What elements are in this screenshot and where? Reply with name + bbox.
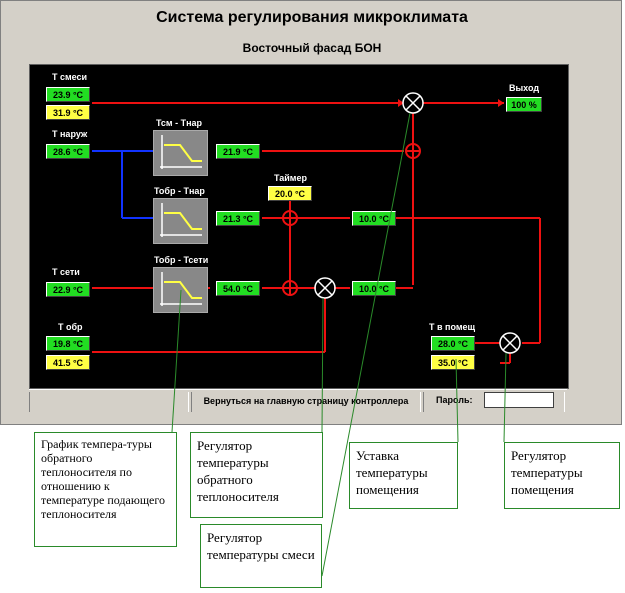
graph2-value: 21.3 °C <box>216 211 260 226</box>
scada-window: Система регулирования микроклимата Восто… <box>0 0 622 425</box>
annotation-room-setpoint: Уставка температуры помещения <box>349 442 458 509</box>
back-to-main-link[interactable]: Вернуться на главную страницу контроллер… <box>191 392 421 412</box>
t-out-value: 28.6 °C <box>46 144 90 159</box>
graph3-value: 54.0 °C <box>216 281 260 296</box>
t-mix-label: Т смеси <box>52 72 88 82</box>
t-ret-label: Т обр <box>58 322 83 332</box>
timer-label: Таймер <box>274 173 307 183</box>
graph2-label: Тобр - Тнар <box>154 186 205 196</box>
room-label: Т в помещ <box>429 322 476 332</box>
page-subtitle: Восточный фасад БОН <box>242 41 382 55</box>
timer-value[interactable]: 20.0 °C <box>268 186 312 201</box>
room-value: 28.0 °C <box>431 336 475 351</box>
annotation-room-regulator: Регулятор температуры помещения <box>504 442 620 509</box>
mid-value-2: 10.0 °C <box>352 281 396 296</box>
graph2-chart-icon[interactable] <box>153 198 208 244</box>
page-title: Система регулирования микроклимата <box>156 9 468 26</box>
mid-value-1: 10.0 °C <box>352 211 396 226</box>
status-bar: Вернуться на главную страницу контроллер… <box>29 389 567 414</box>
annotation-graph: График темпера-туры обратного теплоносит… <box>34 432 177 547</box>
password-input[interactable] <box>484 392 554 408</box>
mnemonic-panel: Т смеси 23.9 °C 31.9 °C Т наруж 28.6 °C … <box>29 64 569 389</box>
password-label: Пароль: <box>436 395 473 405</box>
t-out-label: Т наруж <box>52 129 88 139</box>
graph1-value: 21.9 °C <box>216 144 260 159</box>
annotation-return-regulator: Регулятор температуры обратного теплонос… <box>190 432 323 518</box>
t-mix-value: 23.9 °C <box>46 87 90 102</box>
t-mix-setpoint[interactable]: 31.9 °C <box>46 105 90 120</box>
graph3-label: Тобр - Тсети <box>154 255 209 265</box>
t-net-label: Т сети <box>52 267 80 277</box>
room-setpoint[interactable]: 35.0 °C <box>431 355 475 370</box>
password-cell: Пароль: <box>423 392 565 412</box>
graph1-label: Тсм - Тнар <box>156 118 203 128</box>
graph1-chart-icon[interactable] <box>153 130 208 176</box>
t-ret-setpoint[interactable]: 41.5 °C <box>46 355 90 370</box>
flow-lines <box>92 92 541 364</box>
status-cell-empty <box>29 392 189 412</box>
output-label: Выход <box>509 83 540 93</box>
t-ret-value: 19.8 °C <box>46 336 90 351</box>
t-net-value: 22.9 °C <box>46 282 90 297</box>
annotation-mix-regulator: Регулятор температуры смеси <box>200 524 322 588</box>
output-value: 100 % <box>506 97 542 112</box>
